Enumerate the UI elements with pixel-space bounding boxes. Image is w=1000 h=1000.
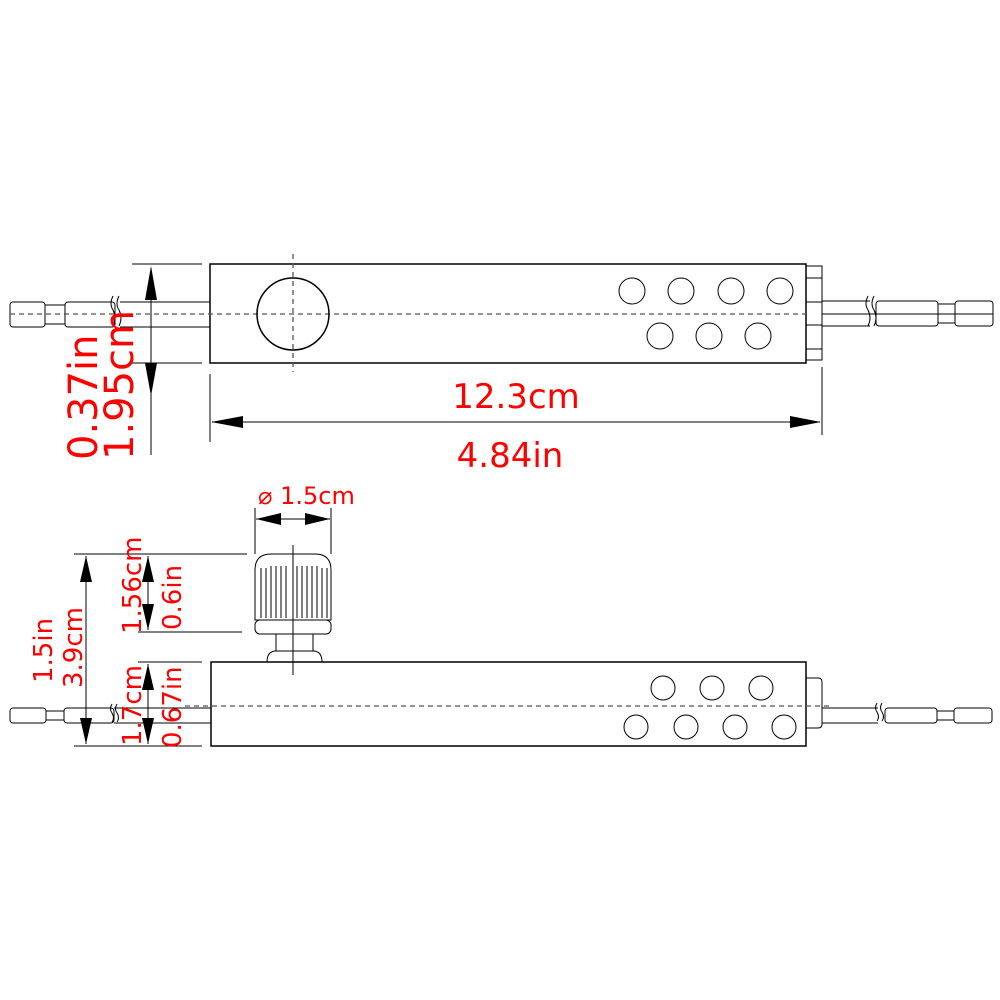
knob-circle [256,277,330,351]
knurled-knob [254,545,332,675]
total-height-in-label: 1.5in [29,618,59,683]
total-height-cm-label: 3.9cm [59,607,89,688]
body-height-cm-label: 1.7cm [118,665,148,746]
length-in-label: 4.84in [457,436,564,476]
left-hex-bit [9,295,210,328]
knob-height-cm-label: 1.56cm [118,536,148,634]
side-end-cap [806,677,823,729]
body-height-in-label: 0.67in [158,666,188,748]
top-holes [618,277,794,350]
side-left-bit [9,703,211,724]
side-holes [623,675,797,740]
knob-diameter-label: ⌀ 1.5cm [258,482,355,510]
side-view [9,508,993,747]
side-body [210,661,807,747]
right-hex-bit [822,295,994,327]
height-cm-label: 1.95cm [97,310,143,460]
top-view [9,254,994,455]
top-end-cap [805,265,823,361]
knob-height-in-label: 0.6in [158,565,188,630]
length-cm-label: 12.3cm [452,377,580,417]
side-right-bit [822,702,993,724]
height-in-label: 0.37in [61,334,107,460]
